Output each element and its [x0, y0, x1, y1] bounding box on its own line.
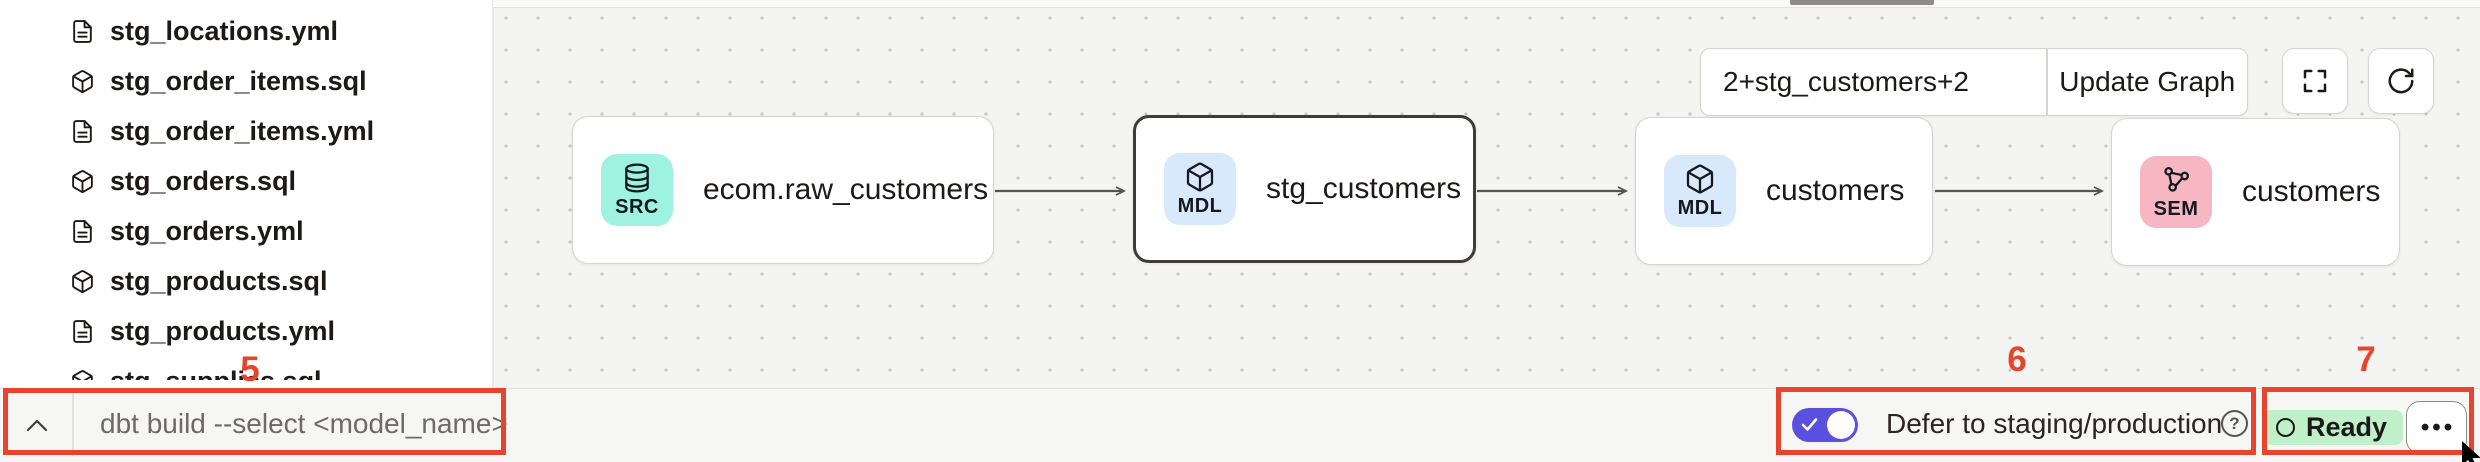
model-badge: MDL — [1664, 155, 1736, 227]
model-file-icon — [72, 369, 93, 380]
file-name: stg_order_items.yml — [110, 115, 375, 146]
model-file-icon — [72, 169, 93, 193]
file-name: stg_products.yml — [110, 315, 336, 346]
toggle-knob — [1827, 411, 1855, 439]
yaml-file-icon — [73, 219, 92, 243]
file-list: stg_locations.yml stg_order_items.sql st… — [0, 0, 492, 380]
fullscreen-button[interactable] — [2282, 48, 2348, 114]
file-item-stg-order-items-sql[interactable]: stg_order_items.sql — [0, 56, 492, 106]
file-name: stg_orders.yml — [110, 215, 304, 246]
node-source-ecom-raw-customers[interactable]: SRC ecom.raw_customers — [572, 116, 994, 264]
update-graph-button[interactable]: Update Graph — [2059, 66, 2236, 97]
refresh-icon — [2388, 68, 2414, 94]
file-item-clipped[interactable]: stg_supplies.sql — [0, 356, 492, 380]
bottom-command-bar: dbt build --select <model_name> Defer to… — [0, 388, 2480, 462]
collapse-command-bar-button[interactable] — [24, 405, 50, 445]
node-semantic-customers[interactable]: SEM customers — [2111, 118, 2400, 266]
node-model-stg-customers[interactable]: MDL stg_customers — [1133, 115, 1476, 263]
ellipsis-icon: ••• — [2420, 413, 2456, 441]
semantic-badge: SEM — [2140, 156, 2212, 228]
semantic-graph-icon — [2164, 166, 2190, 192]
yaml-file-icon — [73, 119, 92, 143]
model-file-icon — [72, 269, 93, 293]
node-label: customers — [2242, 175, 2381, 208]
selector-input[interactable]: 2+stg_customers+2 — [1723, 66, 1969, 97]
node-label: stg_customers — [1266, 172, 1462, 205]
model-file-icon — [72, 69, 93, 93]
top-scroll-indicator — [1790, 0, 1934, 5]
database-icon — [625, 163, 649, 192]
file-name: stg_supplies.sql — [110, 366, 322, 381]
file-item-stg-order-items-yml[interactable]: stg_order_items.yml — [0, 106, 492, 156]
chevron-up-icon — [26, 419, 48, 432]
dbt-command-input[interactable]: dbt build --select <model_name> — [100, 408, 508, 439]
file-name: stg_products.sql — [110, 265, 328, 296]
status-badge[interactable]: Ready — [2263, 410, 2404, 445]
toolbar-divider — [2046, 49, 2048, 115]
file-item-stg-locations-yml[interactable]: stg_locations.yml — [0, 6, 492, 56]
refresh-button[interactable] — [2368, 48, 2434, 114]
status-circle-icon — [2276, 418, 2295, 437]
status-label: Ready — [2306, 412, 2388, 442]
node-label: ecom.raw_customers — [703, 173, 989, 206]
source-badge: SRC — [601, 154, 673, 226]
command-bar-divider — [72, 392, 74, 456]
file-name: stg_order_items.sql — [110, 65, 367, 96]
check-icon — [1801, 418, 1818, 431]
file-item-stg-products-sql[interactable]: stg_products.sql — [0, 256, 492, 306]
file-item-stg-products-yml[interactable]: stg_products.yml — [0, 306, 492, 356]
node-model-customers[interactable]: MDL customers — [1635, 117, 1933, 265]
fullscreen-icon — [2303, 69, 2327, 93]
badge-type-label: MDL — [1677, 196, 1723, 219]
defer-toggle[interactable] — [1792, 408, 1858, 442]
file-name: stg_locations.yml — [110, 15, 339, 46]
badge-type-label: SRC — [615, 195, 659, 218]
file-item-stg-orders-sql[interactable]: stg_orders.sql — [0, 156, 492, 206]
node-label: customers — [1766, 174, 1905, 207]
badge-type-label: SEM — [2153, 197, 2199, 220]
lineage-selector-toolbar: 2+stg_customers+2 Update Graph — [1700, 48, 2248, 116]
cube-icon — [1686, 164, 1714, 193]
file-explorer-sidebar: stg_locations.yml stg_order_items.sql st… — [0, 0, 493, 388]
more-options-button[interactable]: ••• — [2406, 401, 2467, 454]
yaml-file-icon — [73, 319, 92, 343]
file-name: stg_orders.sql — [110, 165, 297, 196]
yaml-file-icon — [73, 19, 92, 43]
file-item-stg-orders-yml[interactable]: stg_orders.yml — [0, 206, 492, 256]
model-badge: MDL — [1164, 153, 1236, 225]
badge-type-label: MDL — [1177, 194, 1223, 217]
cube-icon — [1186, 162, 1214, 191]
defer-label: Defer to staging/production — [1886, 408, 2223, 439]
help-icon[interactable]: ? — [2221, 410, 2248, 437]
